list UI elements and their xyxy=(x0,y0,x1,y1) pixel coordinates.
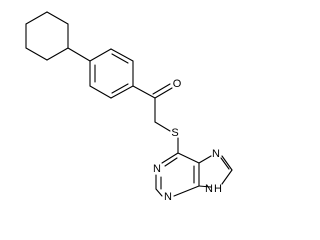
structure-svg: O S N N N N H xyxy=(25,11,233,203)
n1-atom-label: N xyxy=(153,163,161,175)
methylene-sulfur-bond xyxy=(154,121,171,132)
n7-atom-label: N xyxy=(212,148,220,160)
imidazole-ring xyxy=(198,155,233,188)
oxygen-atom-label: O xyxy=(173,78,182,90)
phenyl-carbonyl-bond xyxy=(132,85,156,99)
carbonyl-bond xyxy=(152,83,173,99)
n3-atom-label: N xyxy=(164,191,172,203)
cyclohexyl-ring xyxy=(25,11,69,61)
n9h-atom-label: N xyxy=(205,183,213,195)
n9h-hydrogen-label: H xyxy=(214,183,222,195)
benzene-ring xyxy=(89,48,134,99)
molecule-diagram: O S N N N N H xyxy=(25,11,233,203)
pyrimidine-ring xyxy=(155,152,200,197)
cyclohexyl-phenyl-bond xyxy=(67,47,91,62)
sulfur-atom-label: S xyxy=(171,127,178,139)
